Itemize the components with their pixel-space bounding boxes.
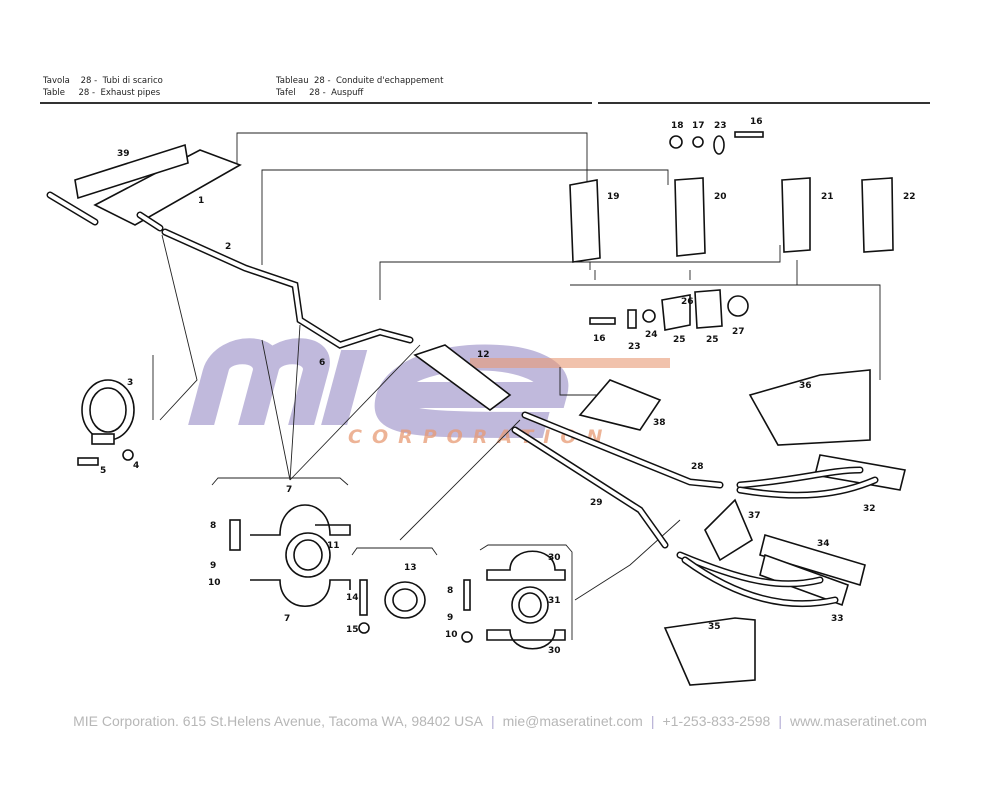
part-number: 30 [548,646,561,656]
part-number: 22 [903,192,916,202]
header-rule [598,102,930,104]
table-number: 28 - [309,88,326,98]
part-number: 37 [748,511,761,521]
hardware [589,131,764,331]
part-number: 26 [681,297,694,307]
clamp-3 [77,379,135,466]
header-prefix: Table [43,88,65,98]
table-number: 28 - [313,76,331,86]
watermark-logo [188,338,569,438]
pipe-hangers [229,504,566,650]
table-title-it: Tubi di scarico [102,76,163,86]
part-number: 9 [210,561,216,571]
footer-phone: +1-253-833-2598 [662,713,771,729]
rear-muffler [46,143,242,232]
exhaust-pipe [161,228,724,549]
part-number: 25 [673,335,686,345]
part-number: 10 [445,630,458,640]
part-number: 6 [319,358,325,368]
part-number: 24 [645,330,658,340]
part-number: 10 [208,578,221,588]
part-number: 12 [477,350,490,360]
part-number: 36 [799,381,812,391]
part-number: 8 [447,586,453,596]
table-title-fr: Conduite d'echappement [335,76,444,86]
part-number: 20 [714,192,727,202]
footer-contact: MIE Corporation. 615 St.Helens Avenue, T… [73,713,927,729]
part-number: 9 [447,613,453,623]
rubber-mounts [569,177,894,263]
part-number: 23 [628,342,641,352]
part-number: 34 [817,539,830,549]
part-number: 32 [863,504,876,514]
header-prefix: Tableau [276,76,309,86]
header-right-line-1: Tableau 28 - Conduite d'echappement [276,76,443,86]
part-number: 28 [691,462,704,472]
footer-email-link[interactable]: mie@maseratinet.com [502,713,643,729]
part-labels: 39 1 2 6 12 3 4 5 7 8 11 9 10 7 13 14 15… [100,117,916,656]
part-number: 35 [708,622,721,632]
part-number: 29 [590,498,603,508]
part-number: 27 [732,327,745,337]
part-number: 16 [750,117,763,127]
part-number: 11 [327,541,340,551]
part-number: 2 [225,242,231,252]
header-left-line-1: Tavola 28 - Tubi di scarico [43,76,163,86]
part-number: 30 [548,553,561,563]
footer-website-link[interactable]: www.maseratinet.com [789,713,927,729]
header-right-line-2: Tafel 28 - Auspuff [276,88,363,98]
header-rule [40,102,592,104]
part-number: 17 [692,121,705,131]
part-number: 7 [286,485,292,495]
part-number: 21 [821,192,834,202]
table-title-de: Auspuff [331,88,364,98]
watermark-accent [470,358,670,368]
part-number: 8 [210,521,216,531]
header-prefix: Tavola [43,76,70,86]
part-number: 25 [706,335,719,345]
part-number: 1 [198,196,204,206]
part-number: 33 [831,614,844,624]
part-number: 4 [133,461,139,471]
table-title-en: Exhaust pipes [100,88,161,98]
heat-shields [578,369,871,686]
table-number: 28 - [78,88,96,98]
part-number: 38 [653,418,666,428]
header-prefix: Tafel [276,88,296,98]
part-number: 3 [127,378,133,388]
part-number: 14 [346,593,359,603]
center-muffler [413,344,512,411]
part-number: 31 [548,596,561,606]
leader-lines [152,132,881,640]
part-number: 16 [593,334,606,344]
part-number: 13 [404,563,417,573]
part-number: 7 [284,614,290,624]
part-number: 19 [607,192,620,202]
part-number: 23 [714,121,727,131]
part-number: 18 [671,121,684,131]
footer-address: MIE Corporation. 615 St.Helens Avenue, T… [73,713,483,729]
header-left-line-2: Table 28 - Exhaust pipes [43,88,160,98]
table-number: 28 - [80,76,98,86]
exhaust-manifolds [676,454,906,608]
part-number: 15 [346,625,359,635]
part-number: 39 [117,149,130,159]
part-number: 5 [100,466,106,476]
